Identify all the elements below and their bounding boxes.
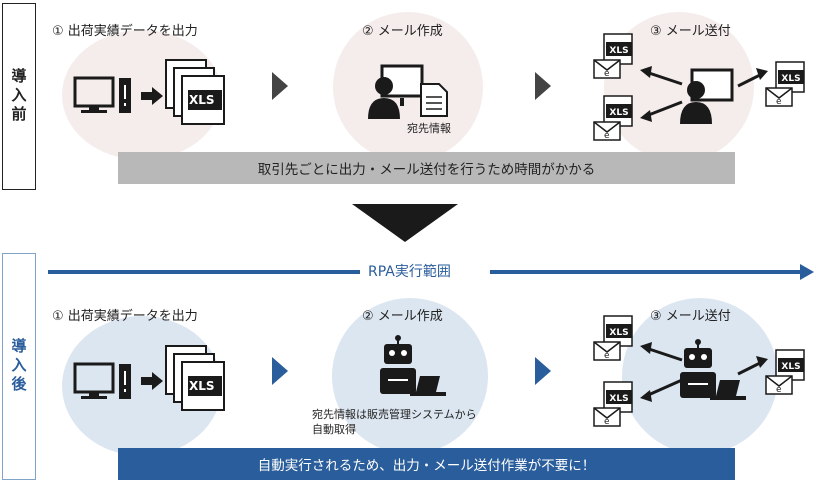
rpa-range-line-left [48, 270, 360, 274]
computer-icon [73, 76, 131, 113]
computer-icon [73, 362, 131, 399]
after-step3-title: ③ メール送付 [650, 309, 731, 324]
before-section-label: 導入前 [2, 3, 36, 190]
xls-mail-icon: XLS e [593, 381, 633, 427]
after-note-line2: 自動取得 [312, 423, 356, 436]
xls-mail-icon: XLS e [593, 33, 633, 79]
arrow-right-icon [141, 87, 163, 105]
svg-text:e: e [604, 351, 610, 361]
before-banner: 取引先ごとに出力・メール送付を行うため時間がかかる [118, 152, 735, 184]
document-icon [420, 83, 448, 117]
arrow-icon [737, 68, 768, 88]
chevron-right-icon [272, 357, 288, 385]
xls-label: XLS [189, 93, 215, 107]
xls-mail-icon: XLS e [593, 315, 633, 361]
after-section-label: 導入後 [2, 253, 36, 480]
xls-mail-icon: XLS e [765, 61, 805, 107]
svg-text:XLS: XLS [609, 108, 628, 118]
svg-text:e: e [776, 385, 782, 395]
robot-icon [380, 335, 446, 396]
before-step1-title: ① 出荷実績データを出力 [52, 24, 198, 39]
arrow-icon [737, 356, 768, 376]
person-at-monitor-icon [368, 64, 424, 119]
transition-arrow-icon [352, 204, 458, 242]
svg-text:XLS: XLS [781, 362, 800, 372]
after-banner: 自動実行されるため、出力・メール送付作業が不要に！ [118, 448, 735, 480]
xls-files-icon [165, 345, 225, 411]
xls-files-icon [165, 59, 225, 125]
xls-mail-icon: XLS e [765, 349, 805, 395]
after-note-line1: 宛先情報は販売管理システムから [312, 408, 477, 421]
svg-text:e: e [604, 69, 610, 79]
chevron-right-icon [535, 72, 551, 100]
rpa-range-line-right [490, 270, 802, 274]
svg-text:e: e [776, 97, 782, 107]
after-step2-title: ② メール作成 [362, 309, 443, 324]
robot-icon [680, 339, 746, 400]
svg-text:XLS: XLS [609, 46, 628, 56]
xls-mail-icon: XLS e [593, 95, 633, 141]
chevron-right-icon [272, 72, 288, 100]
svg-text:e: e [604, 417, 610, 427]
rpa-range-label: RPA実行範囲 [368, 264, 451, 280]
xls-label: XLS [189, 379, 215, 393]
person-at-monitor-icon [680, 68, 734, 124]
svg-text:XLS: XLS [609, 328, 628, 338]
arrow-icon [640, 342, 683, 402]
before-step2-title: ② メール作成 [362, 24, 443, 39]
before-step3-title: ③ メール送付 [650, 24, 731, 39]
svg-text:XLS: XLS [781, 74, 800, 84]
rpa-arrow-head-icon [800, 264, 814, 280]
chevron-right-icon [535, 357, 551, 385]
arrow-right-icon [141, 372, 163, 390]
svg-text:e: e [604, 131, 610, 141]
arrow-icon [640, 66, 683, 122]
svg-text:XLS: XLS [609, 394, 628, 404]
before-note: 宛先情報 [407, 122, 451, 135]
after-step1-title: ① 出荷実績データを出力 [52, 309, 198, 324]
